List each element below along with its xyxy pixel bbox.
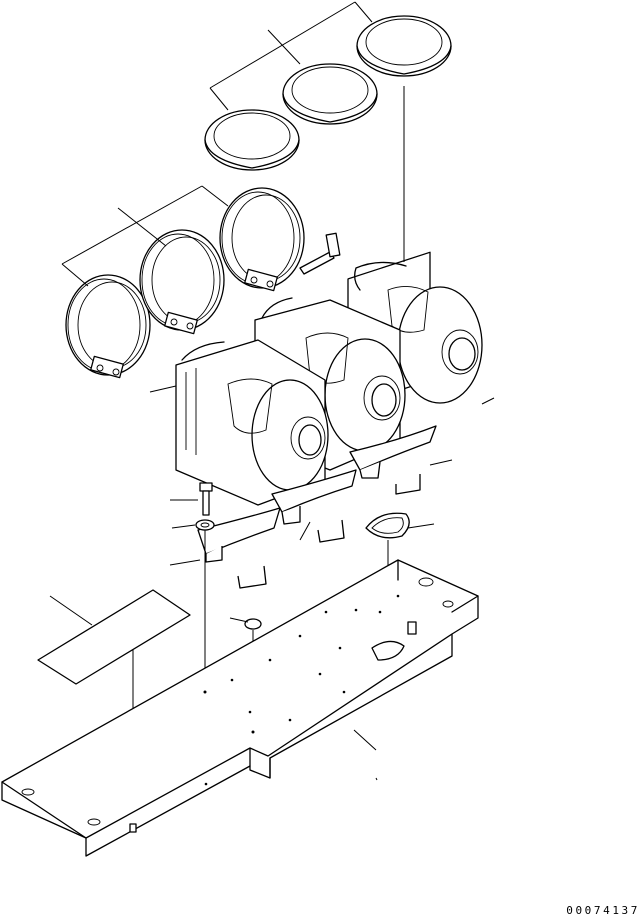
- long-bolt: [299, 232, 341, 275]
- air-cleaner-cap-3: [356, 15, 452, 77]
- cap-group: [204, 1, 452, 171]
- support-bracket-2: [271, 469, 357, 543]
- clamp-band-2: [139, 229, 225, 335]
- gasket: [365, 512, 410, 539]
- bolt: [199, 482, 213, 516]
- clamp-leader: [61, 185, 229, 287]
- washer: [195, 519, 215, 531]
- clamp-group: [61, 185, 305, 379]
- body-leader-right: [403, 86, 495, 405]
- mounting-plate: [1, 559, 479, 857]
- label-plate: [37, 589, 191, 762]
- body-leader-left: [149, 385, 177, 393]
- support-bracket-3: [349, 425, 437, 495]
- air-cleaner-cap-1: [204, 109, 300, 171]
- support-bracket-1: [197, 507, 281, 589]
- cap-leader: [209, 1, 373, 111]
- air-cleaner-cap-2: [282, 63, 378, 125]
- clamp-band-3: [219, 187, 305, 292]
- bolt-leaders: [169, 499, 206, 690]
- drawing-number: 00074137: [566, 904, 640, 917]
- air-cleaner-body-1: [175, 339, 329, 506]
- plate-leader: [353, 729, 378, 781]
- clamp-band-1: [65, 274, 151, 379]
